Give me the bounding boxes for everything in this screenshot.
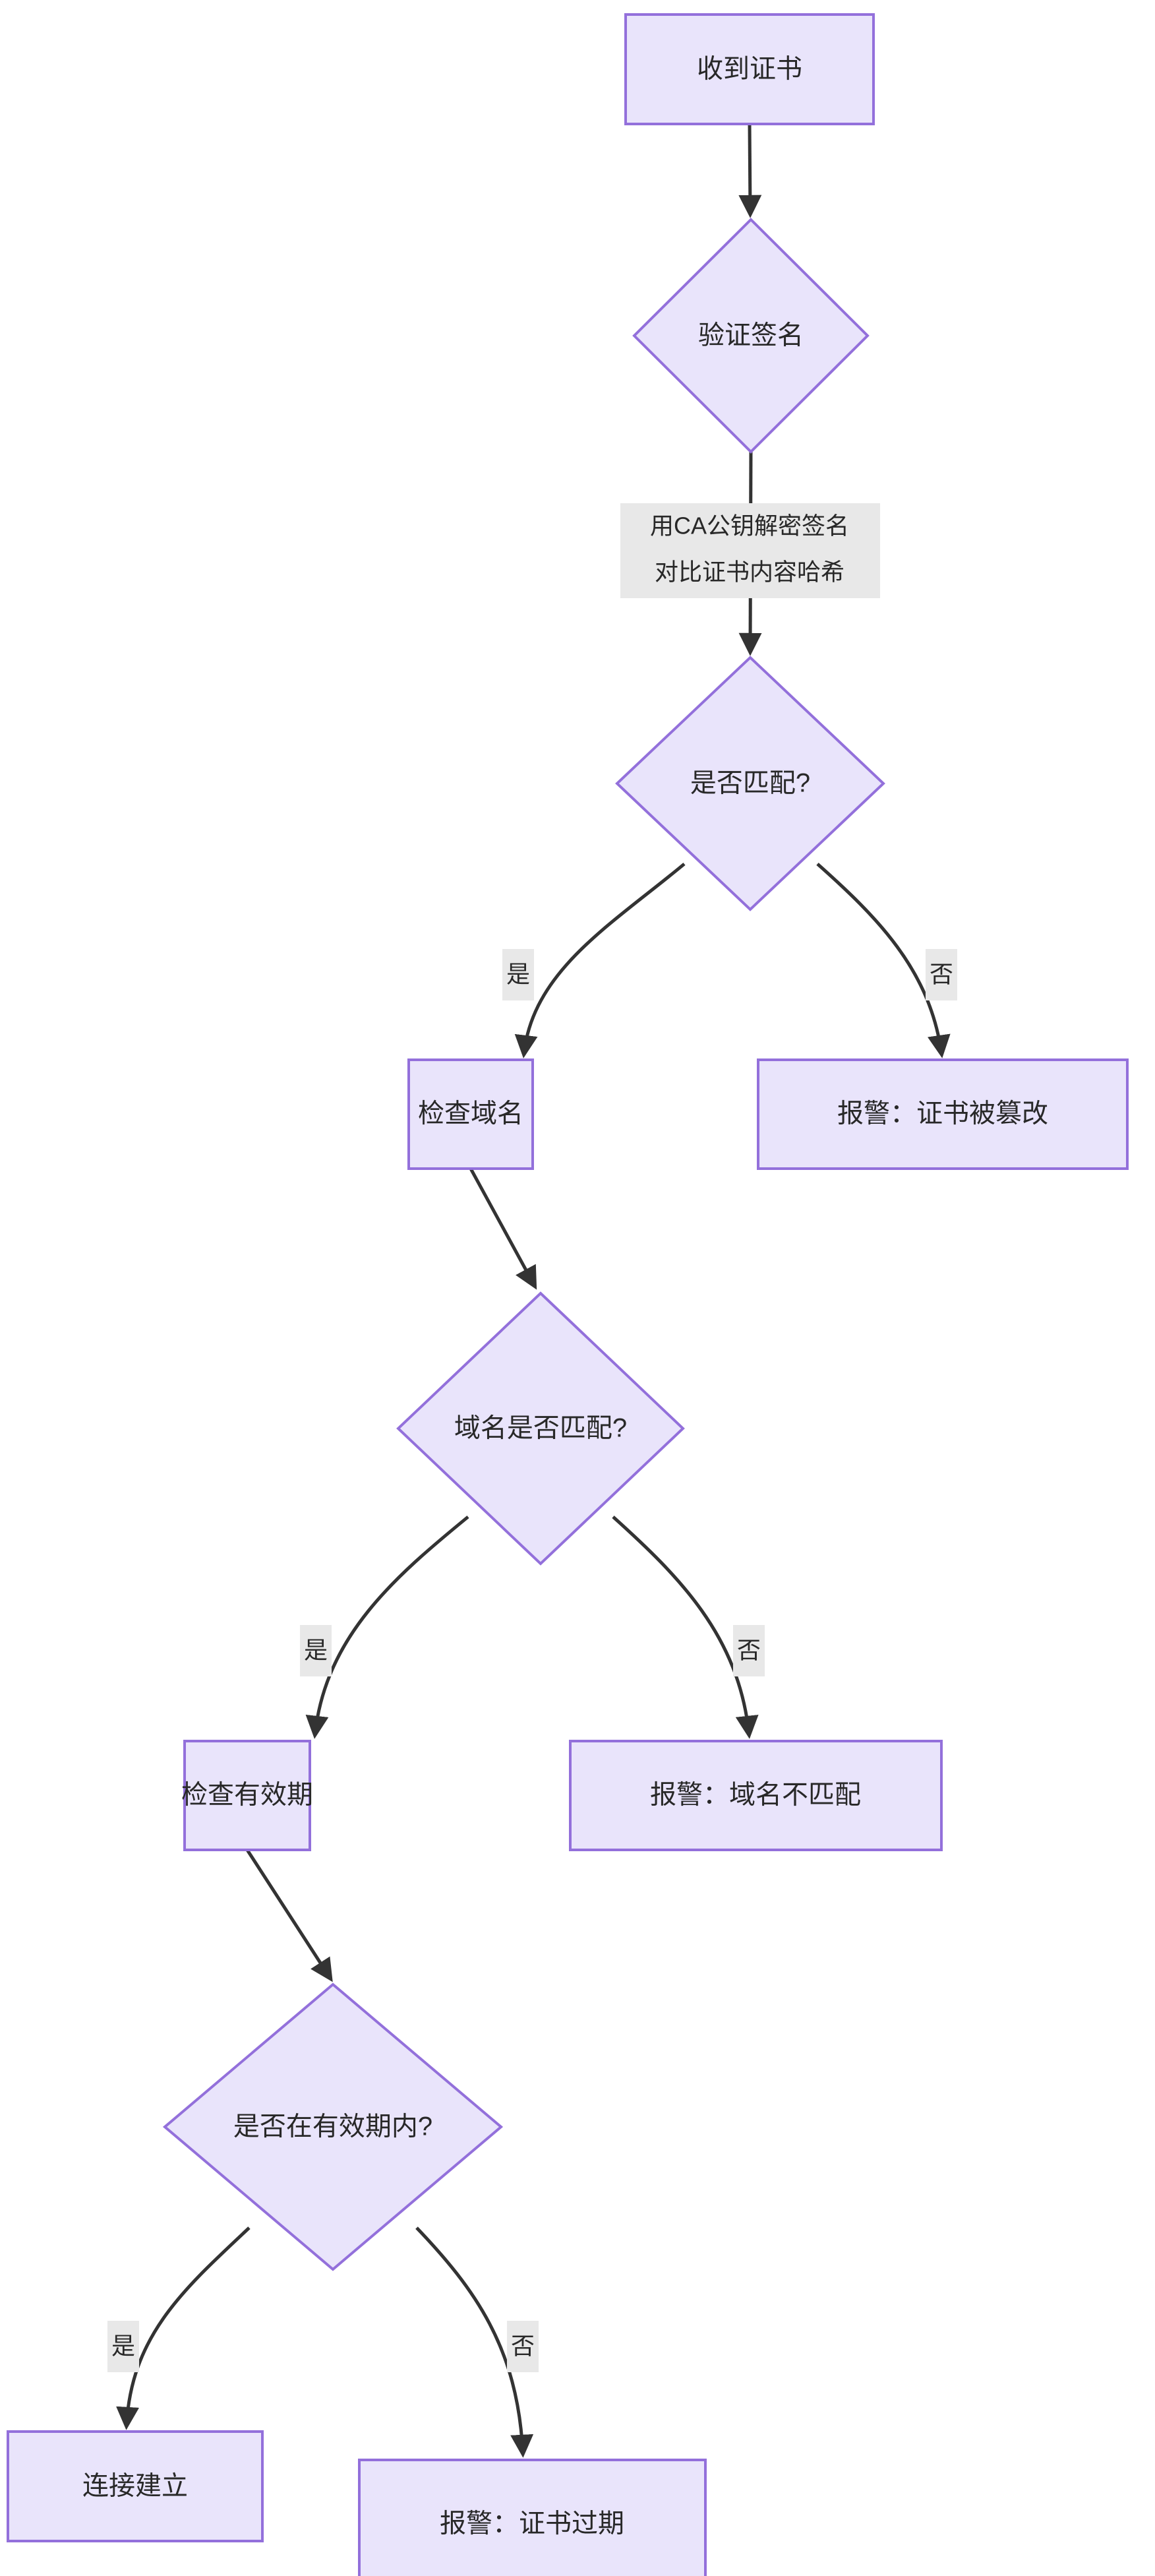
edge-n6-n8 [612, 1516, 759, 1739]
edge-n6-n7 [305, 1516, 469, 1739]
node-label: 报警：证书被篡改 [837, 1099, 1048, 1128]
edge-label-background [733, 1625, 765, 1676]
edge-label-no-signature: 否 [926, 949, 957, 1000]
edge-label-background [502, 949, 534, 1000]
edge-label-line1: 用CA公钥解密签名 [650, 512, 849, 539]
edge-n7-n9 [245, 1849, 333, 1982]
edge-label-no-validity: 否 [507, 2321, 539, 2372]
edge-label-background [300, 1625, 332, 1676]
node-shape-diamond [632, 218, 870, 454]
node-label: 报警：证书过期 [440, 2509, 624, 2538]
edge-label-text: 否 [930, 961, 953, 988]
node-verify-signature[interactable]: 验证签名 [632, 218, 870, 454]
edge-label-background [926, 949, 957, 1000]
edge-label-line2: 对比证书内容哈希 [655, 559, 844, 586]
node-label: 报警：域名不匹配 [650, 1781, 861, 1810]
node-check-domain[interactable]: 检查域名 [407, 1058, 534, 1170]
edge-n3-n5 [816, 863, 951, 1058]
node-within-validity-decision[interactable]: 是否在有效期内? [162, 1982, 504, 2271]
node-signature-match-decision[interactable]: 是否匹配? [615, 656, 885, 911]
node-label: 域名是否匹配? [454, 1414, 627, 1443]
edge-label-text: 是 [111, 2333, 135, 2360]
edge-n3-n4 [514, 863, 686, 1058]
node-shape-rect [624, 13, 875, 125]
node-label: 检查域名 [418, 1099, 523, 1128]
edge-n4-n6 [469, 1167, 537, 1290]
edge-label-decrypt-compare: 用CA公钥解密签名 对比证书内容哈希 [620, 503, 880, 598]
node-label: 检查有效期 [181, 1781, 313, 1810]
node-shape-rect [569, 1740, 943, 1851]
node-check-validity-period[interactable]: 检查有效期 [181, 1740, 313, 1851]
nodes-layer: 收到证书 验证签名 是否匹配? 检查域名 报警：证书被篡改 [7, 13, 1129, 2576]
node-shape-diamond [396, 1291, 685, 1566]
edge-label-text: 是 [506, 961, 530, 988]
edge-n9-n11 [415, 2226, 534, 2458]
node-label: 是否匹配? [690, 769, 810, 798]
edge-label-background [107, 2321, 139, 2372]
node-label: 是否在有效期内? [233, 2112, 432, 2141]
edge-label-background [620, 503, 880, 598]
node-label: 验证签名 [698, 321, 804, 350]
node-alert-certificate-expired[interactable]: 报警：证书过期 [358, 2459, 707, 2576]
edge-label-yes-validity: 是 [107, 2321, 139, 2372]
node-shape-rect [358, 2459, 707, 2576]
node-label: 连接建立 [82, 2472, 188, 2501]
node-domain-match-decision[interactable]: 域名是否匹配? [396, 1291, 685, 1566]
edge-label-text: 否 [737, 1637, 761, 1664]
node-shape-rect [7, 2430, 264, 2542]
node-shape-rect [183, 1740, 311, 1851]
node-shape-rect [407, 1058, 534, 1170]
edge-label-background [507, 2321, 539, 2372]
edge-label-text: 是 [304, 1637, 328, 1664]
edges-layer [116, 123, 951, 2458]
edge-label-text: 否 [511, 2333, 535, 2360]
edge-n9-n10 [116, 2226, 251, 2430]
edge-label-no-domain: 否 [733, 1625, 765, 1676]
node-label: 收到证书 [697, 55, 802, 84]
node-shape-rect [757, 1058, 1129, 1170]
edge-label-yes-signature: 是 [502, 949, 534, 1000]
edge-label-yes-domain: 是 [300, 1625, 332, 1676]
edge-labels-layer: 用CA公钥解密签名 对比证书内容哈希 是 否 是 否 [107, 503, 957, 2372]
node-connection-established[interactable]: 连接建立 [7, 2430, 264, 2542]
node-alert-certificate-tampered[interactable]: 报警：证书被篡改 [757, 1058, 1129, 1170]
node-receive-certificate[interactable]: 收到证书 [624, 13, 875, 125]
node-alert-domain-mismatch[interactable]: 报警：域名不匹配 [569, 1740, 943, 1851]
node-shape-diamond [162, 1982, 504, 2271]
node-shape-diamond [615, 656, 885, 911]
